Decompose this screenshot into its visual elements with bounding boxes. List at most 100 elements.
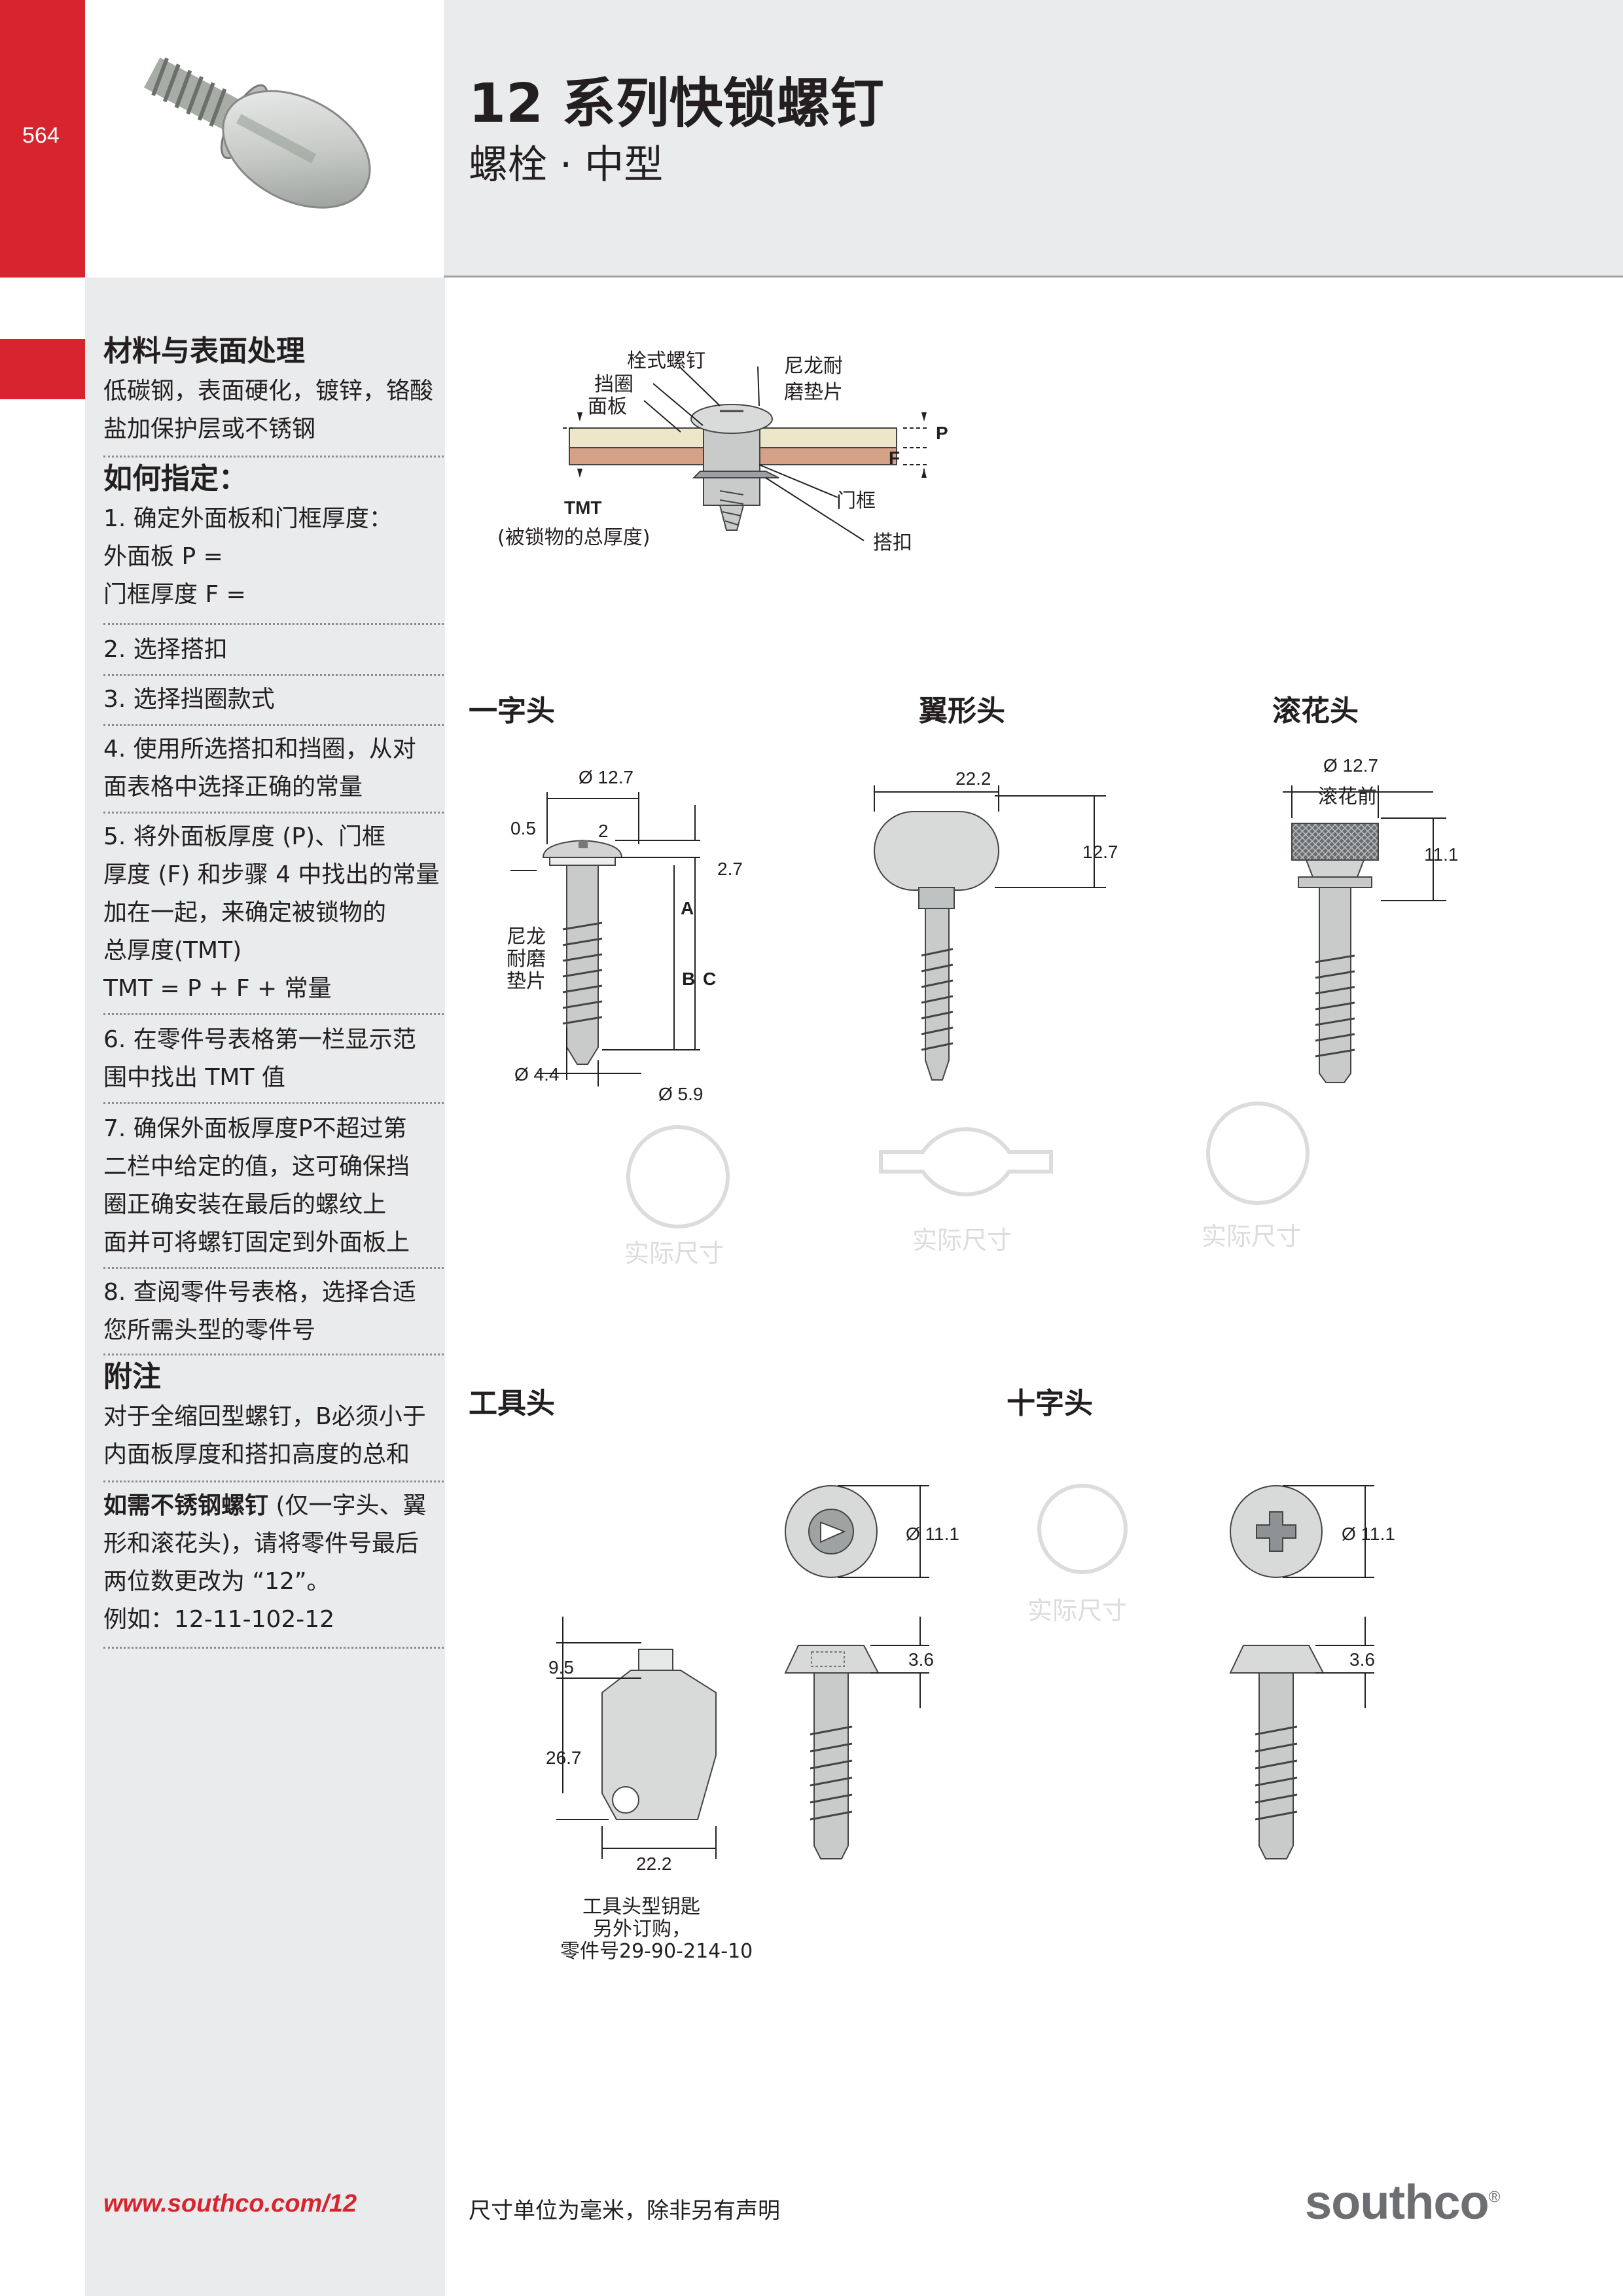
knurled-dim-height: 11.1 [1424,844,1459,865]
divider [103,1647,444,1649]
step-line: 二栏中给定的值，这可确保挡 [103,1153,410,1180]
registered-mark-icon: ® [1488,2188,1501,2206]
knurled-head-title: 滚花头 [1272,694,1359,728]
step8: 8. 查阅零件号表格，选择合适 您所需头型的零件号 [103,1274,444,1350]
brand-name: southco [1305,2175,1489,2229]
materials-line: 低碳钢，表面硬化，镀锌，铬酸 [103,378,434,404]
howto-section: 如何指定： 1. 确定外面板和门框厚度： 外面板 P = 门框厚度 F = [103,458,444,614]
step6: 6. 在零件号表格第一栏显示范 围中找出 TMT 值 [103,1021,444,1097]
notes-heading: 附注 [103,1360,161,1393]
step-line: 5. 将外面板厚度 (P)、门框 [103,823,386,850]
assembly-label-retainer: 挡圈 [594,373,633,396]
step-line: 门框厚度 F = [103,581,246,608]
wing-dim-height: 12.7 [1082,842,1118,862]
step-line: 1. 确定外面板和门框厚度： [103,505,393,532]
materials-heading: 材料与表面处理 [103,334,305,368]
sidebar-red-marker [0,339,85,399]
southco-logo: southco® [1305,2174,1501,2230]
note-line: 对于全缩回型螺钉，B必须小于 [103,1403,426,1430]
slotted-dim-head-dia: Ø 12.7 [579,767,634,787]
step-line: 2. 选择搭扣 [103,636,228,663]
assembly-label-latch: 搭扣 [873,531,912,554]
phillips-actual-size-icon [1037,1484,1128,1574]
screw-photo-icon [144,57,371,209]
knurled-actual-size-icon [1206,1102,1310,1205]
tool-key-dim-26-7: 26.7 [546,1748,582,1768]
divider [103,1102,444,1104]
step-line: 3. 选择挡圈款式 [103,686,275,713]
tool-dim-dia: Ø 11.1 [906,1524,959,1544]
wing-screw-drawing [874,785,1106,1081]
step-line: 8. 查阅零件号表格，选择合适 [103,1279,416,1306]
divider [103,812,444,814]
example-line: 例如：12-11-102-12 [103,1606,335,1633]
tool-head-title: 工具头 [469,1387,555,1420]
divider [103,724,444,726]
wing-actual-size-label: 实际尺寸 [912,1226,1012,1255]
slotted-nylon-label: 尼龙 [507,925,546,948]
tool-key-note: 工具头型钥匙 [582,1895,700,1918]
slotted-nylon-label: 耐磨 [507,948,546,971]
wing-actual-size-icon [879,1127,1053,1196]
assembly-diagram [563,366,929,541]
assembly-label-washer: 尼龙耐 [784,355,843,378]
divider [103,1354,444,1355]
materials-section: 材料与表面处理 低碳钢，表面硬化，镀锌，铬酸 盐加保护层或不锈钢 [103,331,444,448]
page-subtitle: 螺栓 · 中型 [469,142,664,188]
assembly-label-frame: 门框 [836,490,876,512]
divider [103,1480,444,1482]
slotted-actual-size-label: 实际尺寸 [624,1239,724,1268]
note-line: 两位数更改为 “12”。 [103,1568,330,1595]
slotted-screw-drawing [510,792,700,1086]
assembly-label-washer: 磨垫片 [784,381,843,404]
step-line: 围中找出 TMT 值 [103,1064,285,1091]
step-line: 圈正确安装在最后的螺纹上 [103,1191,387,1218]
divider [103,1013,444,1015]
step4: 4. 使用所选搭扣和挡圈，从对 面表格中选择正确的常量 [103,730,444,806]
step-line: 6. 在零件号表格第一栏显示范 [103,1026,416,1053]
step-line: 外面板 P = [103,543,223,570]
assembly-label-f: F [889,448,901,468]
assembly-label-tmt-desc: (被锁物的总厚度) [497,526,651,549]
phillips-dim-head-height: 3.6 [1349,1649,1375,1670]
assembly-label-bolt: 栓式螺钉 [627,350,705,372]
divider [103,623,444,625]
phillips-dim-dia: Ø 11.1 [1342,1524,1395,1544]
slotted-head-title: 一字头 [469,694,555,728]
units-note: 尺寸单位为毫米，除非另有声明 [469,2198,780,2224]
step-line: TMT = P + F + 常量 [103,975,332,1002]
assembly-label-tmt: TMT [564,497,602,518]
wing-dim-width: 22.2 [955,768,991,789]
step-line: 4. 使用所选搭扣和挡圈，从对 [103,736,416,762]
slotted-dim-b: B [682,969,696,989]
tool-key-drawing [556,1617,717,1859]
step7: 7. 确保外面板厚度P不超过第 二栏中给定的值，这可确保挡 圈正确安装在最后的螺… [103,1110,444,1262]
note-line: 形和滚花头)，请将零件号最后 [103,1530,419,1557]
phillips-screw-drawing [1229,1485,1374,1859]
tool-screw-drawing [784,1485,929,1859]
stainless-note-bold: 如需不锈钢螺钉 [103,1492,269,1519]
step-line: 厚度 (F) 和步骤 4 中找出的常量 [103,861,440,888]
tool-dim-head-height: 3.6 [908,1649,934,1670]
step-line: 面表格中选择正确的常量 [103,774,363,800]
slotted-nylon-label: 垫片 [507,970,546,993]
slotted-dim-c: C [703,969,717,989]
knurled-screw-drawing [1283,785,1446,1083]
slotted-dim-a: A [681,898,694,918]
wing-head-title: 翼形头 [919,694,1005,728]
phillips-head-title: 十字头 [1007,1387,1093,1420]
step-line: 面并可将螺钉固定到外面板上 [103,1229,410,1256]
step-line: 总厚度(TMT) [103,937,242,964]
tool-key-note: 零件号29-90-214-10 [560,1940,753,1963]
step-line: 加在一起，来确定被锁物的 [103,899,387,926]
product-photo [85,0,444,278]
slotted-dim-2: 2 [598,821,609,841]
step5: 5. 将外面板厚度 (P)、门框 厚度 (F) 和步骤 4 中找出的常量 加在一… [103,818,444,1008]
howto-heading: 如何指定： [103,462,247,495]
page-title: 12 系列快锁螺钉 [469,73,884,135]
website-link[interactable]: www.southco.com/12 [103,2190,357,2217]
tool-key-note: 另外订购， [593,1918,691,1941]
slotted-dim-4-4: Ø 4.4 [514,1064,560,1085]
slotted-dim-0-5: 0.5 [510,818,536,838]
note-line: 内面板厚度和搭扣高度的总和 [103,1441,410,1468]
